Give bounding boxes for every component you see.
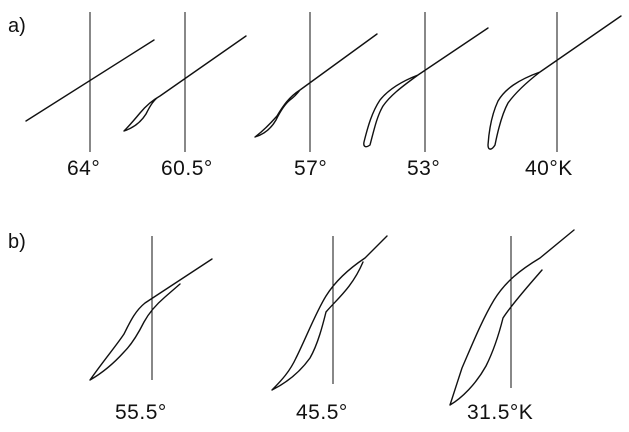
loop-a-57 [254, 12, 378, 152]
loop-b-55-5 [89, 236, 213, 381]
temp-label-b-55-5: 55.5° [115, 401, 167, 424]
temp-label-a-53: 53° [407, 157, 440, 180]
loop-a-53 [363, 12, 489, 152]
temp-label-a-40: 40°K [525, 157, 573, 180]
temp-label-b-31-5: 31.5°K [467, 401, 533, 424]
loop-a-60-5-curve [123, 35, 247, 132]
loop-a-64-curve [25, 39, 155, 122]
loop-a-40-curve [487, 15, 622, 150]
loop-a-53-curve [363, 27, 489, 148]
loop-b-55-5-curve [89, 258, 213, 381]
loop-b-31-5 [449, 229, 575, 406]
temp-label-a-60-5: 60.5° [161, 157, 213, 180]
loop-b-45-5-curve [271, 235, 388, 391]
temp-label-a-57: 57° [294, 157, 327, 180]
loop-a-57-curve [254, 33, 378, 138]
temp-label-a-64: 64° [67, 157, 100, 180]
loop-b-45-5 [271, 235, 388, 391]
loop-a-60-5 [123, 12, 247, 152]
temp-label-b-45-5: 45.5° [296, 401, 348, 424]
loop-a-64 [25, 12, 155, 152]
panel-b-label: b) [8, 231, 26, 253]
panel-a-label: a) [8, 15, 26, 37]
loop-a-40 [487, 12, 622, 152]
loop-b-31-5-curve [449, 229, 575, 406]
